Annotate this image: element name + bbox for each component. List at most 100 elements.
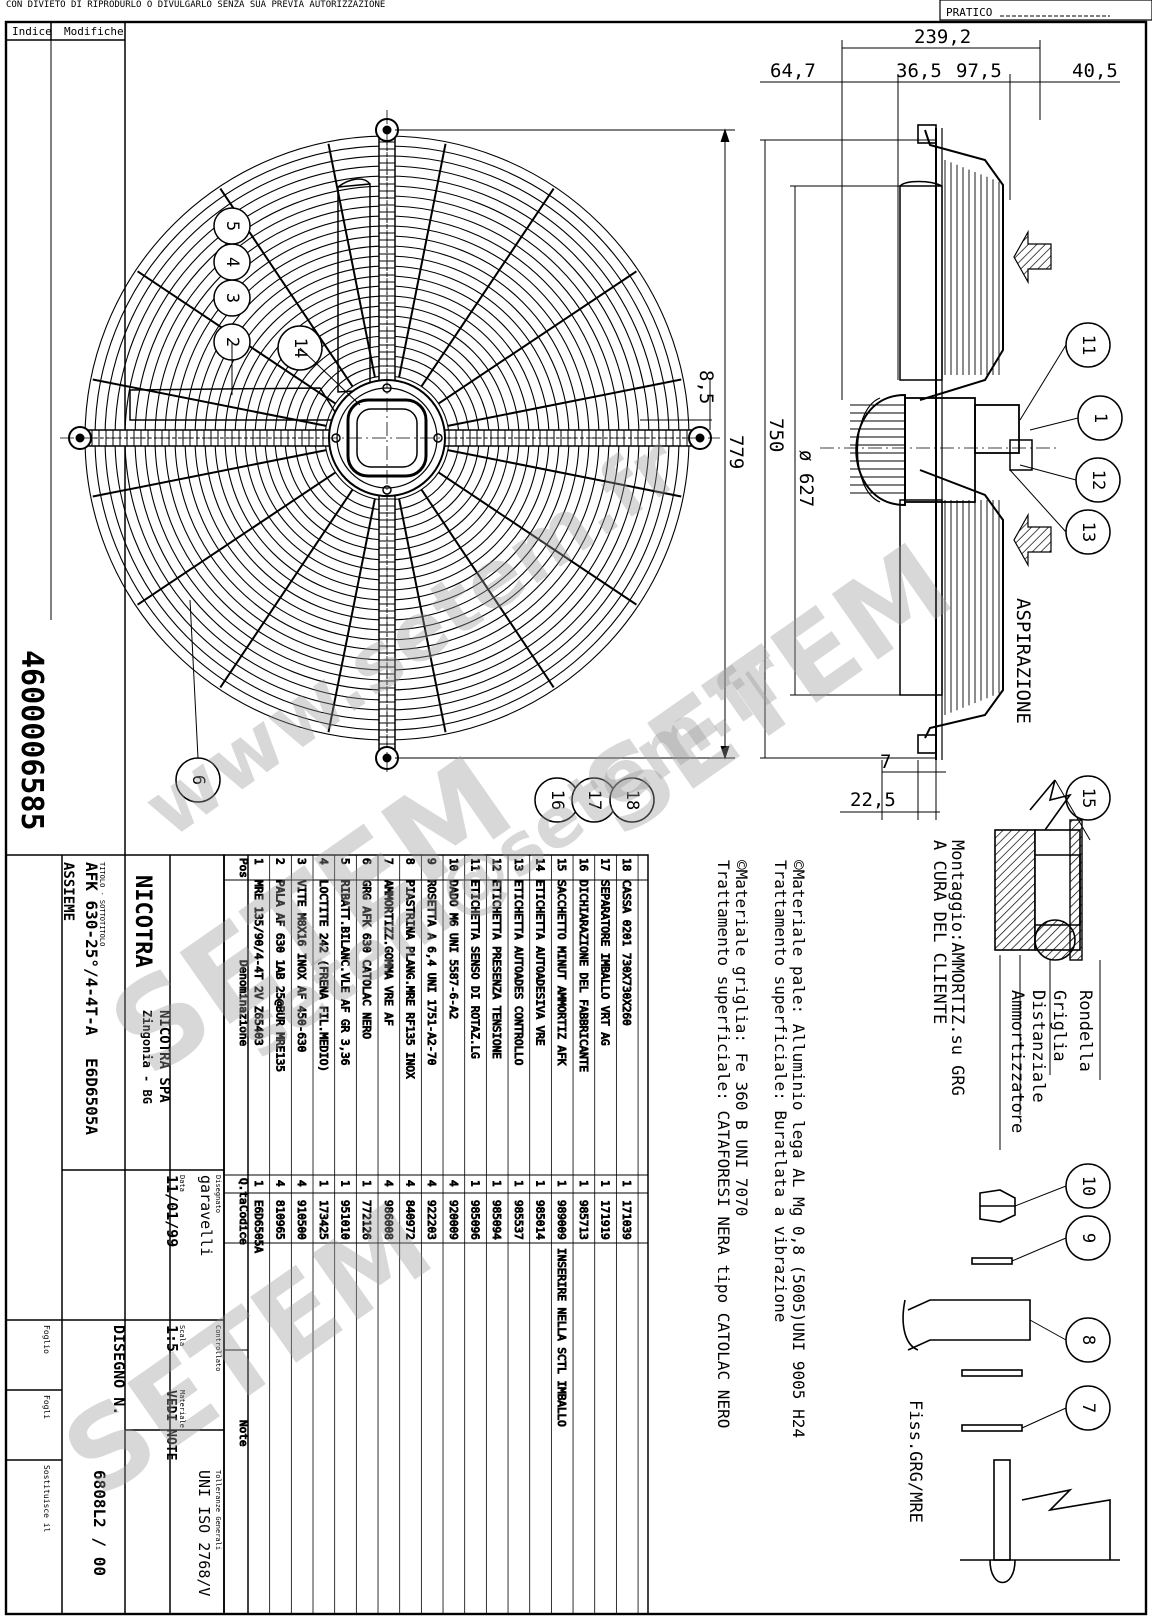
- callout-15: 15: [1065, 775, 1111, 821]
- callout-label-8: 8: [1078, 1335, 1098, 1345]
- fixing-detail: [902, 1189, 1120, 1584]
- bom-cell-code: 985713: [577, 1200, 590, 1240]
- bom-cell-pos: 8: [404, 858, 417, 865]
- bom-cell-qta: 1: [577, 1180, 590, 1187]
- callout-9: 9: [1065, 1215, 1111, 1261]
- callout-label-16: 16: [547, 790, 567, 810]
- callout-label-9: 9: [1078, 1233, 1098, 1243]
- bom-cell-den: DADO M6 UNI 5587-6-A2: [447, 880, 460, 1019]
- rondella-label: Rondella: [1075, 990, 1095, 1072]
- bom-cell-code: 985537: [512, 1200, 525, 1240]
- bom-cell-note: INSERIRE NELLA SCTL IMBALLO: [555, 1248, 568, 1427]
- pratico-label: PRATICO: [946, 6, 992, 19]
- scala-label: Scala: [178, 1325, 186, 1346]
- bom-cell-den: PALA AF 630 1AB 25@BUR MRE135: [274, 880, 287, 1072]
- bom-cell-qta: 1: [534, 1180, 547, 1187]
- callout-4: 4: [213, 243, 251, 281]
- bom-cell-pos: 16: [577, 858, 590, 871]
- callout-label-11: 11: [1078, 335, 1098, 355]
- note-montaggio-2: A CURA DEL CLIENTE: [929, 840, 949, 1024]
- callout-10: 10: [1065, 1163, 1111, 1209]
- callout-13: 13: [1065, 509, 1111, 555]
- callout-label-10: 10: [1078, 1176, 1098, 1196]
- dim-779: 779: [725, 435, 747, 469]
- griglia-label: Griglia: [1049, 990, 1069, 1062]
- bom-cell-pos: 11: [469, 858, 482, 871]
- company-name: NICOTRA SPA: [156, 1010, 172, 1103]
- callout-8: 8: [1065, 1317, 1111, 1363]
- callout-label-13: 13: [1078, 522, 1098, 542]
- side-dimensions: [760, 40, 1120, 820]
- bom-cell-qta: 4: [382, 1180, 395, 1187]
- callout-label-7: 7: [1078, 1403, 1098, 1413]
- bom-cell-den: ETICHETTA AUTOADES CONTROLLO: [512, 880, 525, 1065]
- callout-16: 16: [534, 777, 580, 823]
- watermark-setem-2: SETEM: [561, 519, 974, 861]
- data-label: Data: [178, 1175, 186, 1192]
- bom-cell-pos: 1: [252, 858, 265, 865]
- callout-label-12: 12: [1088, 470, 1108, 490]
- bom-cell-qta: 1: [599, 1180, 612, 1187]
- bom-cell-qta: 1: [252, 1180, 265, 1187]
- bom-cell-code: 772126: [360, 1200, 373, 1240]
- bom-cell-den: SEPARATORE IMBALLO VRT AG: [599, 880, 612, 1046]
- damper-detail: [994, 779, 1101, 1150]
- drawing-title: AFK 630-25°/4-4T-A: [82, 862, 101, 1036]
- assieme-label: ASSIEME: [60, 862, 76, 921]
- dim-239-2: 239,2: [914, 26, 971, 48]
- scala-value: 1:5: [163, 1325, 181, 1352]
- drawing-code: E6D6505A: [82, 1058, 101, 1135]
- bom-cell-qta: 1: [490, 1180, 503, 1187]
- bom-cell-pos: 18: [620, 858, 633, 871]
- reproduction-notice: CON DIVIETO DI RIPRODURLO O DIVULGARLO S…: [6, 0, 385, 10]
- callout-18: 18: [609, 777, 655, 823]
- bom-cell-code: 985094: [490, 1200, 503, 1240]
- bom-cell-code: E6D6505A: [252, 1200, 265, 1253]
- bom-cell-den: PIASTRINA PLANG.MRE RF135 INOX: [404, 880, 417, 1079]
- bom-cell-den: AMMORTIZZ.GOMMA VRE AF: [382, 880, 395, 1026]
- tolleranze-value: UNI ISO 2768/V: [195, 1470, 213, 1596]
- front-dimensions: [395, 128, 735, 760]
- dim-36-5: 36,5: [896, 60, 942, 82]
- bom-cell-pos: 3: [295, 858, 308, 865]
- dim-7: 7: [880, 751, 891, 773]
- bom-cell-den: SACCHETTO MINUT AMMORTIZ AFK: [555, 880, 568, 1066]
- bom-cell-code: 986008: [382, 1200, 395, 1240]
- fogli-label: Fogli: [42, 1395, 51, 1419]
- bom-cell-pos: 17: [599, 858, 612, 871]
- callout-label-3: 3: [222, 293, 242, 303]
- bom-cell-den: DICHIARAZIONE DEL FABBRICANTE: [577, 880, 590, 1072]
- bom-cell-den: RIBATT.BILANC.VLE AF GR 3,36: [339, 880, 352, 1065]
- bom-cell-code: 173425: [317, 1200, 330, 1240]
- bom-cell-qta: 4: [274, 1180, 287, 1187]
- bom-header-qta: Q.ta: [237, 1178, 250, 1205]
- note-trattamento-griglia: Trattamento superficiale: CATAFORESI NER…: [714, 860, 733, 1428]
- callout-label-6: 6: [188, 775, 208, 785]
- note-montaggio-1: Montaggio:AMMORTIZ.su GRG: [947, 840, 967, 1096]
- bom-cell-qta: 4: [447, 1180, 460, 1187]
- dim-64-7: 64,7: [770, 60, 816, 82]
- bom-cell-code: 910500: [295, 1200, 308, 1240]
- bom-cell-qta: 1: [317, 1180, 330, 1187]
- callout-17: 17: [571, 777, 617, 823]
- materiale-label: Materiale: [178, 1390, 186, 1428]
- bom-header-codice: Codice: [237, 1205, 250, 1245]
- bom-cell-pos: 9: [425, 858, 438, 865]
- title-block-text: ASSIEME TITOLO - SOTTOTITOLO AFK 630-25°…: [42, 862, 222, 1596]
- bom-cell-pos: 6: [360, 858, 373, 865]
- disegnato-value: garavelli: [197, 1175, 215, 1256]
- bom-header-denominazione: Denominazione: [237, 960, 250, 1046]
- dim-22-5: 22,5: [850, 789, 896, 811]
- bom-cell-den: LOCTITE 242 (FRENA FIL.MEDIO): [317, 880, 330, 1072]
- callout-label-1: 1: [1090, 413, 1110, 423]
- materiale-value: VEDI NOTE: [163, 1390, 178, 1460]
